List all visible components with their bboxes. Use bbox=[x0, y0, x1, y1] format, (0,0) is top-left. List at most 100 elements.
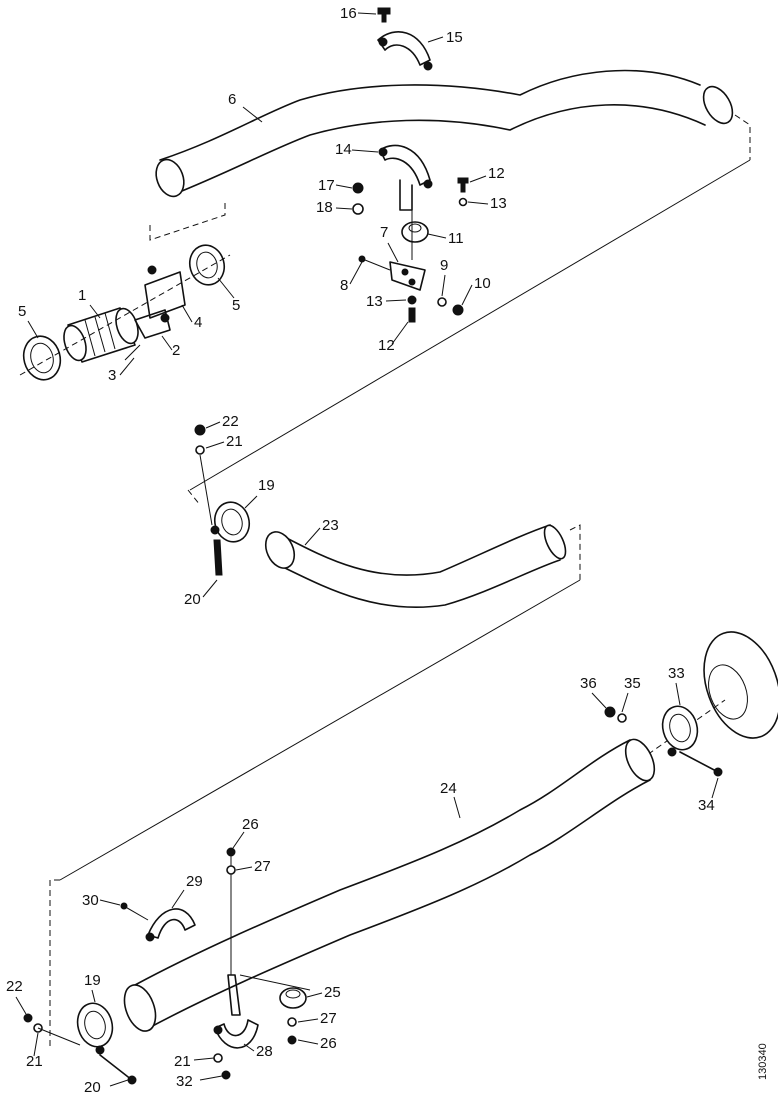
clamp-33 bbox=[661, 705, 699, 757]
muffler-end bbox=[703, 631, 778, 739]
pipe-24 bbox=[123, 738, 656, 1032]
bracket-14 bbox=[378, 144, 433, 211]
document-id: 130340 bbox=[757, 1043, 769, 1080]
callout-label-22: 22 bbox=[6, 978, 23, 995]
washer-18 bbox=[352, 203, 364, 215]
callout-leader-23 bbox=[304, 527, 321, 546]
callout-leader-20 bbox=[202, 579, 218, 598]
washer-21-top bbox=[195, 445, 205, 455]
washer-9 bbox=[437, 297, 447, 307]
callout-leader-26 bbox=[232, 831, 245, 849]
callout-label-34: 34 bbox=[698, 797, 715, 814]
callout-label-16: 16 bbox=[340, 5, 357, 22]
callout-label-1: 1 bbox=[78, 287, 86, 304]
callout-leader-22 bbox=[205, 421, 221, 429]
callout-label-27: 27 bbox=[254, 858, 271, 875]
rubber-mount-11 bbox=[401, 221, 429, 243]
callout-leader-3 bbox=[119, 357, 135, 376]
callout-label-19: 19 bbox=[258, 477, 275, 494]
pipe-6 bbox=[155, 69, 734, 198]
bolt-20-top bbox=[213, 539, 223, 576]
clamp-5-left bbox=[22, 335, 62, 381]
callout-leader-4 bbox=[181, 304, 193, 323]
bolt-3 bbox=[124, 344, 141, 361]
callout-leader-5 bbox=[27, 320, 39, 339]
callout-leader-15 bbox=[427, 36, 444, 43]
callout-label-15: 15 bbox=[446, 29, 463, 46]
callout-label-13: 13 bbox=[366, 293, 383, 310]
bolt-12 bbox=[408, 307, 416, 323]
callout-label-10: 10 bbox=[474, 275, 491, 292]
bolt-12-top bbox=[457, 177, 469, 193]
washer-35 bbox=[617, 713, 627, 723]
callout-leader-21 bbox=[33, 1032, 39, 1057]
callout-label-23: 23 bbox=[322, 517, 339, 534]
callout-leader-25 bbox=[306, 992, 323, 998]
callout-label-9: 9 bbox=[440, 257, 448, 274]
nut-22-top bbox=[194, 424, 206, 436]
gasket-2 bbox=[134, 309, 171, 339]
callout-leader-12 bbox=[391, 321, 409, 345]
callout-label-5: 5 bbox=[232, 297, 240, 314]
callout-leader-30 bbox=[99, 899, 121, 906]
callout-leader-29 bbox=[171, 889, 185, 909]
bolt-34 bbox=[679, 751, 723, 777]
callout-leader-24 bbox=[453, 796, 461, 819]
callout-label-20: 20 bbox=[84, 1079, 101, 1096]
bolt-16 bbox=[377, 7, 391, 23]
nut-10 bbox=[452, 304, 464, 316]
callout-label-8: 8 bbox=[340, 277, 348, 294]
callout-label-5: 5 bbox=[18, 303, 26, 320]
washer-13 bbox=[407, 295, 417, 305]
callout-label-35: 35 bbox=[624, 675, 641, 692]
nut-17 bbox=[352, 182, 364, 194]
callout-leader-34 bbox=[711, 777, 719, 799]
callout-label-17: 17 bbox=[318, 177, 335, 194]
clamp-19-top bbox=[210, 501, 251, 543]
callout-label-27: 27 bbox=[320, 1010, 337, 1027]
washer-21-lower bbox=[213, 1053, 223, 1063]
callout-label-7: 7 bbox=[380, 224, 388, 241]
callout-leader-13 bbox=[467, 201, 489, 205]
callout-leader-28 bbox=[243, 1043, 255, 1052]
callout-leader-17 bbox=[335, 184, 353, 189]
callout-leader-19 bbox=[91, 989, 96, 1003]
callout-leader-9 bbox=[441, 274, 446, 297]
callout-label-30: 30 bbox=[82, 892, 99, 909]
clamp-5-right bbox=[188, 244, 226, 286]
callout-label-21: 21 bbox=[174, 1053, 191, 1070]
bolt-8 bbox=[358, 255, 391, 271]
callout-leader-20 bbox=[109, 1079, 129, 1087]
washer-27-bottom bbox=[287, 1017, 297, 1027]
callout-leader-14 bbox=[351, 149, 379, 153]
callout-label-4: 4 bbox=[194, 314, 202, 331]
callout-leader-2 bbox=[161, 335, 173, 351]
callout-leader-8 bbox=[349, 261, 363, 285]
callout-leader-27 bbox=[297, 1018, 319, 1023]
callout-label-3: 3 bbox=[108, 367, 116, 384]
hanger-29 bbox=[145, 908, 196, 942]
callout-leader-21 bbox=[193, 1057, 215, 1061]
callout-label-26: 26 bbox=[242, 816, 259, 833]
callout-label-18: 18 bbox=[316, 199, 333, 216]
pipe-23 bbox=[264, 524, 567, 609]
callout-leader-32 bbox=[199, 1075, 223, 1081]
callout-label-13: 13 bbox=[490, 195, 507, 212]
clamp-15 bbox=[377, 31, 433, 71]
callout-label-20: 20 bbox=[184, 591, 201, 608]
callout-leader-36 bbox=[591, 692, 607, 709]
washer-13-top bbox=[458, 197, 468, 207]
callout-leader-27 bbox=[235, 866, 253, 871]
callout-leader-16 bbox=[357, 12, 377, 15]
callout-label-19: 19 bbox=[84, 972, 101, 989]
callout-leader-12 bbox=[469, 175, 487, 183]
callout-leader-7 bbox=[387, 242, 399, 263]
callout-leader-19 bbox=[244, 495, 258, 509]
callout-leader-18 bbox=[335, 207, 353, 210]
nut-26-bottom bbox=[287, 1035, 297, 1045]
callout-label-26: 26 bbox=[320, 1035, 337, 1052]
callout-label-25: 25 bbox=[324, 984, 341, 1001]
callout-leader-1 bbox=[89, 304, 101, 319]
